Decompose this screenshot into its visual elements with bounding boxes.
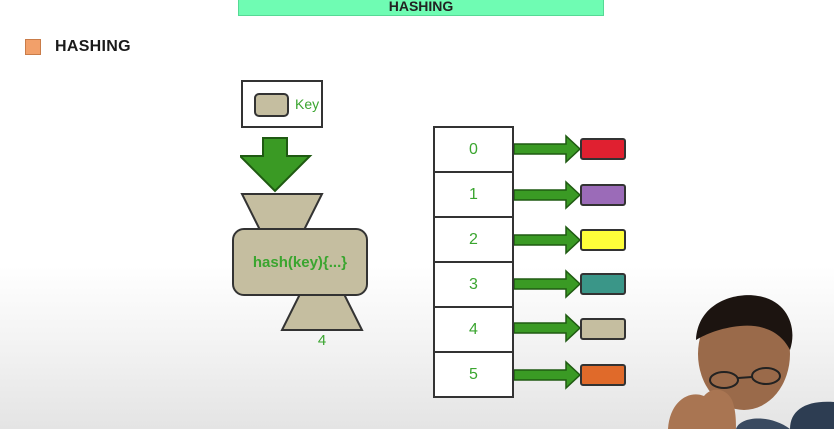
key-box: Key [241,80,323,128]
bucket-yellow [580,229,626,251]
bucket-teal [580,273,626,295]
funnel-bottom-shape [280,293,364,331]
bucket-red [580,138,626,160]
bucket-orange [580,364,626,386]
right-arrow-icon [514,134,582,164]
key-chip-icon [254,93,289,117]
right-arrow-icon [514,360,582,390]
bucket-purple [580,184,626,206]
hash-output-value: 4 [317,332,327,349]
square-bullet-icon [25,39,41,55]
presenter-webcam-image [668,295,834,429]
hash-function-label: hash(key){...} [252,253,348,271]
hash-function-box: hash(key){...} [232,228,368,296]
title-banner: HASHING [238,0,604,16]
table-index-cell: 3 [433,261,514,306]
hash-table: 0 1 2 3 4 5 [433,126,514,398]
table-index-cell: 4 [433,306,514,351]
down-arrow-icon [240,137,313,193]
section-heading: HASHING [25,38,131,56]
banner-title: HASHING [388,0,454,14]
table-index-cell: 5 [433,351,514,398]
right-arrow-icon [514,225,582,255]
right-arrow-icon [514,180,582,210]
bucket-tan [580,318,626,340]
table-index-cell: 2 [433,216,514,261]
right-arrow-icon [514,269,582,299]
funnel-top-shape [240,193,324,231]
right-arrow-icon [514,313,582,343]
key-label: Key [295,96,320,112]
table-index-cell: 1 [433,171,514,216]
table-index-cell: 0 [433,126,514,171]
heading-label: HASHING [55,38,131,55]
